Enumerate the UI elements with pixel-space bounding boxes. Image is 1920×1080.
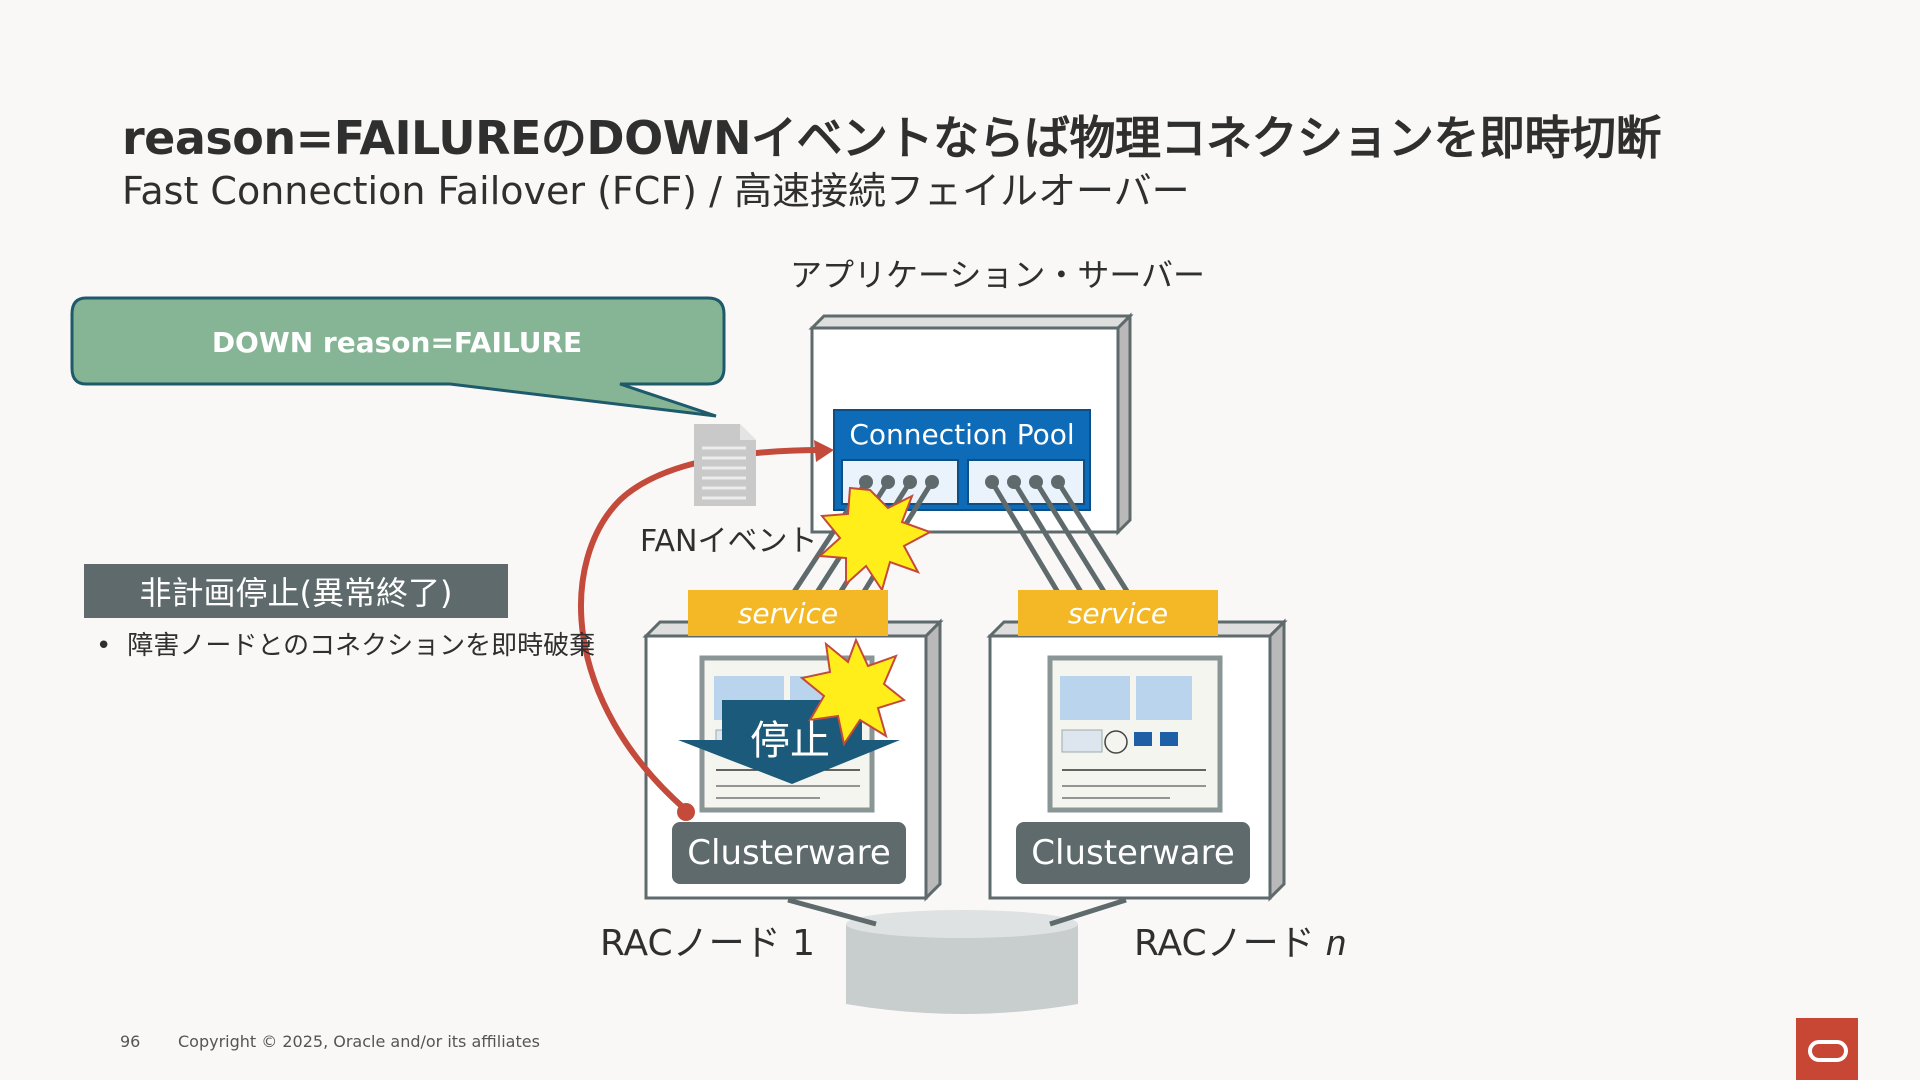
unplanned-bullet: • 障害ノードとのコネクションを即時破棄: [96, 625, 595, 662]
rac-node1-label: RACノード 1: [600, 923, 816, 964]
fan-document-icon: [694, 424, 756, 506]
copyright: Copyright © 2025, Oracle and/or its affi…: [178, 1032, 540, 1051]
stop-label: 停止: [750, 718, 830, 764]
clusterware-node1: [672, 822, 906, 884]
page-number: 96: [120, 1032, 141, 1051]
callout-bubble: [70, 296, 726, 418]
rac-noden-suffix: n: [1326, 922, 1347, 963]
connection-pool-label: Connection Pool: [849, 417, 1075, 451]
service-bar-node1: [688, 590, 888, 636]
fan-event-label: FANイベント: [640, 524, 818, 559]
rac-noden-prefix: RACノード: [1134, 923, 1327, 964]
page-title: reason=FAILUREのDOWNイベントならば物理コネクションを即時切断: [122, 111, 1661, 165]
connection-pool: [833, 409, 1091, 511]
service-label-node1: service: [737, 596, 839, 630]
node1-failure-burst-icon: [799, 637, 907, 747]
clusterware-noden: [1016, 822, 1250, 884]
unplanned-bullet-text: 障害ノードとのコネクションを即時破棄: [127, 631, 596, 661]
service-bar-noden: [1018, 590, 1218, 636]
clusterware-label-noden: Clusterware: [1031, 833, 1235, 873]
app-server-label: アプリケーション・サーバー: [790, 256, 1206, 294]
shared-storage-disk: [787, 897, 1127, 1014]
bullet-dot: •: [96, 631, 112, 661]
page-subtitle: Fast Connection Failover (FCF) / 高速接続フェイ…: [122, 169, 1190, 213]
clusterware-label-node1: Clusterware: [687, 833, 891, 873]
service-label-noden: service: [1067, 596, 1169, 630]
noden-screenshot-thumbnail: [1047, 655, 1223, 813]
callout-text: DOWN reason=FAILURE: [211, 325, 583, 359]
rac-noden-label: RACノード n: [1134, 914, 1346, 966]
unplanned-outage-heading: 非計画停止(異常終了): [84, 564, 508, 618]
oracle-logo-icon: [1796, 1018, 1858, 1080]
failure-burst-icon: [817, 486, 933, 593]
